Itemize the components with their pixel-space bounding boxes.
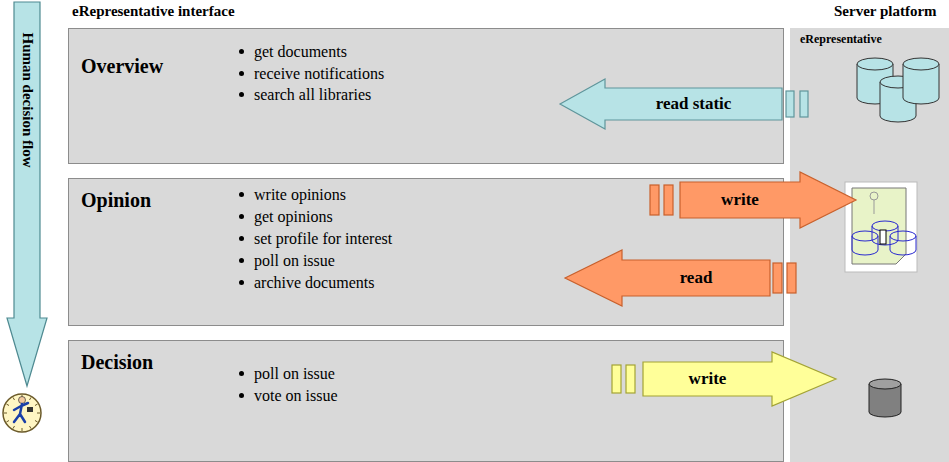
packet-stripe xyxy=(626,365,635,393)
packet-stripe xyxy=(664,185,673,215)
arrow-body xyxy=(560,79,782,129)
document-icon xyxy=(845,182,917,272)
clock-tick xyxy=(35,421,38,423)
section-label: eRepresentative interface xyxy=(72,3,235,20)
packet-stripe xyxy=(612,365,621,393)
bullet-item: poll on issue xyxy=(254,364,335,383)
write-arrow: write xyxy=(650,172,856,228)
clock-tick xyxy=(30,397,32,400)
opinion-band: Opinion write opinions get opinions set pro… xyxy=(68,178,784,326)
clock-tick xyxy=(30,426,32,429)
bullet-item: poll on issue xyxy=(254,251,335,270)
clock-tick xyxy=(6,421,9,423)
flow-label: Human decision flow xyxy=(19,32,36,167)
arrow-body xyxy=(680,172,856,228)
clock-tick xyxy=(13,397,15,400)
clock-tick xyxy=(6,404,9,406)
bullet-item: set profile for interest xyxy=(254,229,392,248)
arrow-label: read xyxy=(680,268,713,288)
database-icon xyxy=(857,58,939,122)
packet-stripe xyxy=(650,185,659,215)
read-arrow: read xyxy=(565,250,796,306)
database-icon xyxy=(869,379,901,417)
bullet-item: archive documents xyxy=(254,273,374,292)
arrow-body xyxy=(7,2,47,386)
server-panel xyxy=(790,28,949,462)
packet-stripe xyxy=(800,91,808,117)
bullet-item: receive notifications xyxy=(254,64,384,83)
band-heading: Decision xyxy=(81,351,153,374)
packet-stripe xyxy=(787,263,796,293)
clock-tick xyxy=(37,413,40,414)
clock-icon xyxy=(3,394,41,432)
bullet-item: get documents xyxy=(254,42,347,61)
read-arrow: read static xyxy=(560,79,808,129)
packet-stripe xyxy=(773,263,782,293)
bullet-item: get opinions xyxy=(254,207,333,226)
clock-tick xyxy=(4,413,7,414)
arrow-label: read static xyxy=(656,94,732,114)
bullet-item: write opinions xyxy=(254,185,346,204)
write-arrow: write xyxy=(612,352,836,406)
panel-subtitle: eRepresentative xyxy=(800,32,882,47)
panel-heading: Server platform xyxy=(834,3,937,20)
arrow-label: write xyxy=(721,190,759,210)
bullet-item: search all libraries xyxy=(254,85,371,104)
band-heading: Opinion xyxy=(81,189,151,212)
arrow-label: write xyxy=(689,369,727,389)
arrow-body xyxy=(643,352,836,406)
clock-tick xyxy=(13,426,15,429)
flow-arrow: Human decision flow xyxy=(6,2,48,388)
clock-tick xyxy=(35,404,38,406)
server-panel: Server platformeRepresentative xyxy=(790,28,949,462)
arrow-body xyxy=(565,250,770,306)
clock-tick xyxy=(22,428,23,431)
decision-band: Decision poll on issue vote on issue xyxy=(68,340,784,462)
packet-stripe xyxy=(786,91,794,117)
band-heading: Overview xyxy=(81,55,163,78)
bullet-item: vote on issue xyxy=(254,386,338,405)
